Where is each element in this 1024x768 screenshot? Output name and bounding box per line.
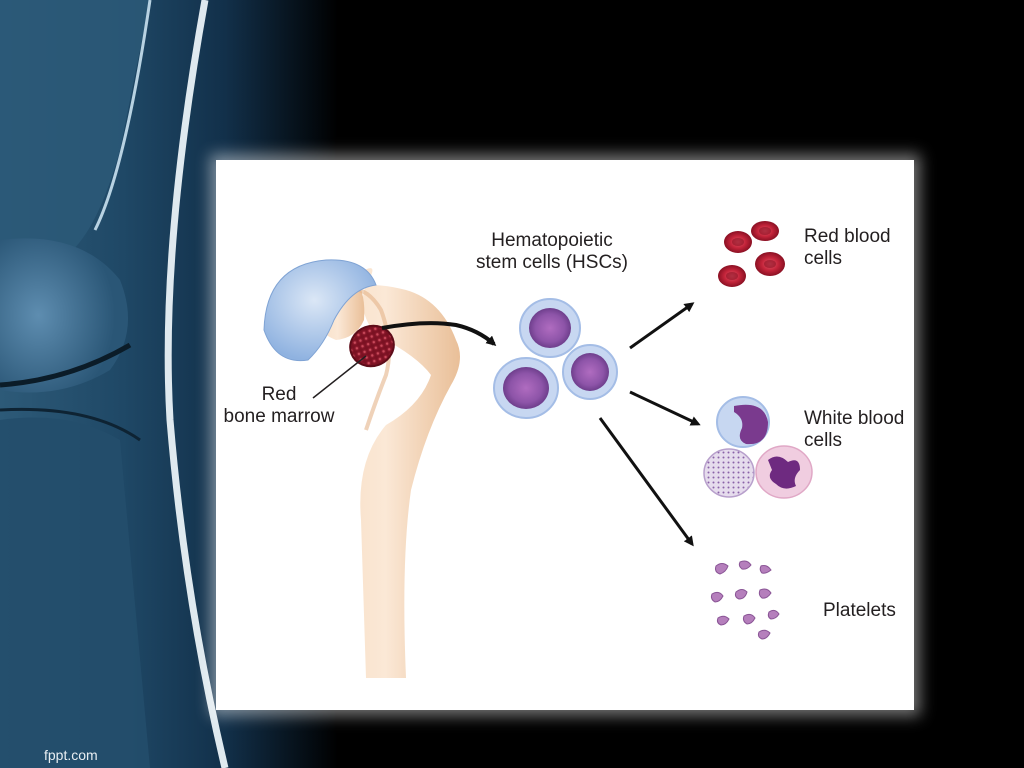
hsc-cell xyxy=(493,357,559,419)
platelet xyxy=(734,589,748,600)
platelet xyxy=(716,615,730,626)
hsc-label: Hematopoietic stem cells (HSCs) xyxy=(475,230,628,273)
hsc-cell xyxy=(562,344,618,400)
hsc-cell xyxy=(519,298,581,358)
white-blood-cells xyxy=(703,396,813,499)
bone-edge-line xyxy=(93,0,152,231)
bone-edge-line xyxy=(164,0,229,768)
tibia-silhouette xyxy=(0,417,150,768)
femoral-head-cartilage xyxy=(263,259,377,362)
platelet xyxy=(759,565,772,574)
red-blood-cell xyxy=(718,265,746,287)
knee-cap-silhouette xyxy=(0,238,128,393)
marrow-pointer-line xyxy=(312,355,367,399)
red-blood-cell xyxy=(724,231,752,253)
white-blood-cells-label: White blood cells xyxy=(804,408,905,451)
hematopoiesis-diagram xyxy=(263,221,813,678)
platelet xyxy=(710,591,724,603)
red-blood-cell xyxy=(751,221,779,241)
lymphocyte-cell xyxy=(716,396,770,448)
platelet xyxy=(758,588,772,599)
red-blood-cell xyxy=(755,252,785,276)
red-blood-cells xyxy=(718,221,785,287)
hsc-cell-group xyxy=(493,298,618,419)
granulocyte-cell xyxy=(703,448,755,498)
marrow-to-hsc-arrow xyxy=(381,321,497,346)
platelets-label: Platelets xyxy=(823,600,896,621)
platelets-cluster xyxy=(710,560,780,640)
arrow-to-platelets xyxy=(598,417,694,547)
red-bone-marrow-label: Red bone marrow xyxy=(223,384,335,427)
arrow-to-white-blood-cells xyxy=(629,390,701,426)
red-bone-marrow xyxy=(349,324,395,368)
platelet xyxy=(742,613,756,625)
platelet xyxy=(757,629,771,640)
neutrophil-cell xyxy=(755,445,813,499)
platelet xyxy=(767,609,780,620)
platelet xyxy=(738,560,752,570)
platelet xyxy=(715,563,729,575)
footer-watermark: fppt.com xyxy=(44,747,98,763)
red-blood-cells-label: Red blood cells xyxy=(804,226,891,269)
bone-edge-line xyxy=(0,407,141,442)
femur-silhouette xyxy=(0,0,150,270)
bone-edge-line xyxy=(0,342,132,388)
diagram-panel: Hematopoietic stem cells (HSCs) Red bone… xyxy=(216,160,914,710)
arrow-to-red-blood-cells xyxy=(629,302,695,350)
